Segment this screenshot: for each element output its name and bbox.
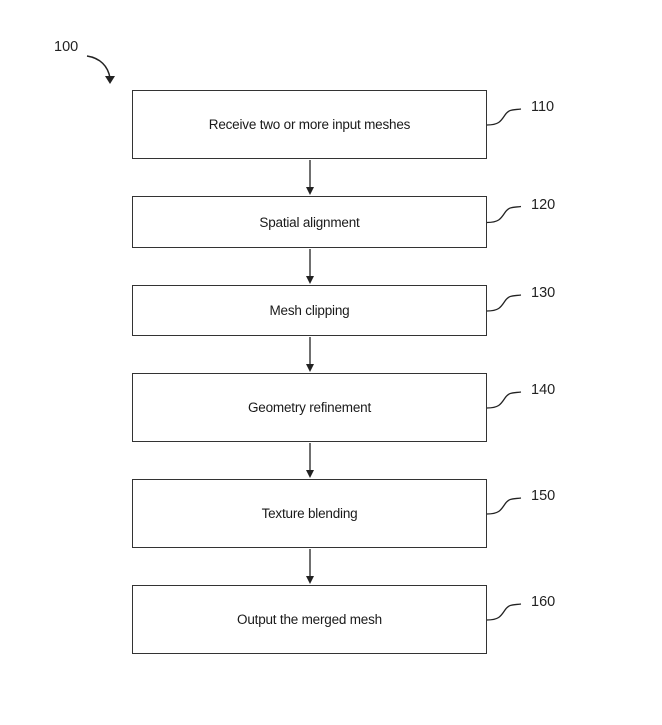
step-ref-140: 140 [531, 382, 556, 398]
flow-arrowhead-110 [306, 187, 314, 195]
ref-leader-140 [486, 391, 522, 409]
step-label: Spatial alignment [259, 214, 360, 230]
step-ref-160: 160 [531, 594, 556, 610]
flow-arrowhead-130 [306, 364, 314, 372]
step-label: Geometry refinement [248, 400, 371, 415]
ref-leader-130 [486, 294, 522, 312]
step-ref-150: 150 [531, 488, 556, 504]
step-box-140: Geometry refinement [132, 373, 487, 442]
step-box-130: Mesh clipping [132, 285, 487, 336]
step-ref-110: 110 [531, 99, 555, 115]
flow-arrowhead-120 [306, 276, 314, 284]
flow-arrowhead-150 [306, 576, 314, 584]
step-box-160: Output the merged mesh [132, 585, 487, 654]
flow-arrows [306, 160, 314, 584]
step-label: Texture blending [261, 506, 358, 521]
step-label: Mesh clipping [269, 303, 350, 318]
step-box-110: Receive two or more input meshes [132, 90, 487, 159]
step-ref-130: 130 [531, 285, 556, 301]
step-box-150: Texture blending [132, 479, 487, 548]
ref-leader-160 [486, 603, 522, 621]
step-ref-120: 120 [531, 196, 556, 213]
step-label: Receive two or more input meshes [208, 117, 411, 132]
figure-pointer-arrow [86, 55, 111, 79]
figure-reference-number: 100 [54, 39, 79, 55]
step-box-120: Spatial alignment [132, 196, 487, 248]
step-label: Output the merged mesh [237, 612, 382, 627]
ref-leader-150 [486, 497, 522, 515]
ref-leader-110 [486, 108, 522, 126]
ref-leaders [486, 108, 522, 621]
figure-pointer-arrowhead [105, 76, 115, 84]
ref-leader-120 [486, 205, 522, 224]
flow-arrowhead-140 [306, 470, 314, 478]
